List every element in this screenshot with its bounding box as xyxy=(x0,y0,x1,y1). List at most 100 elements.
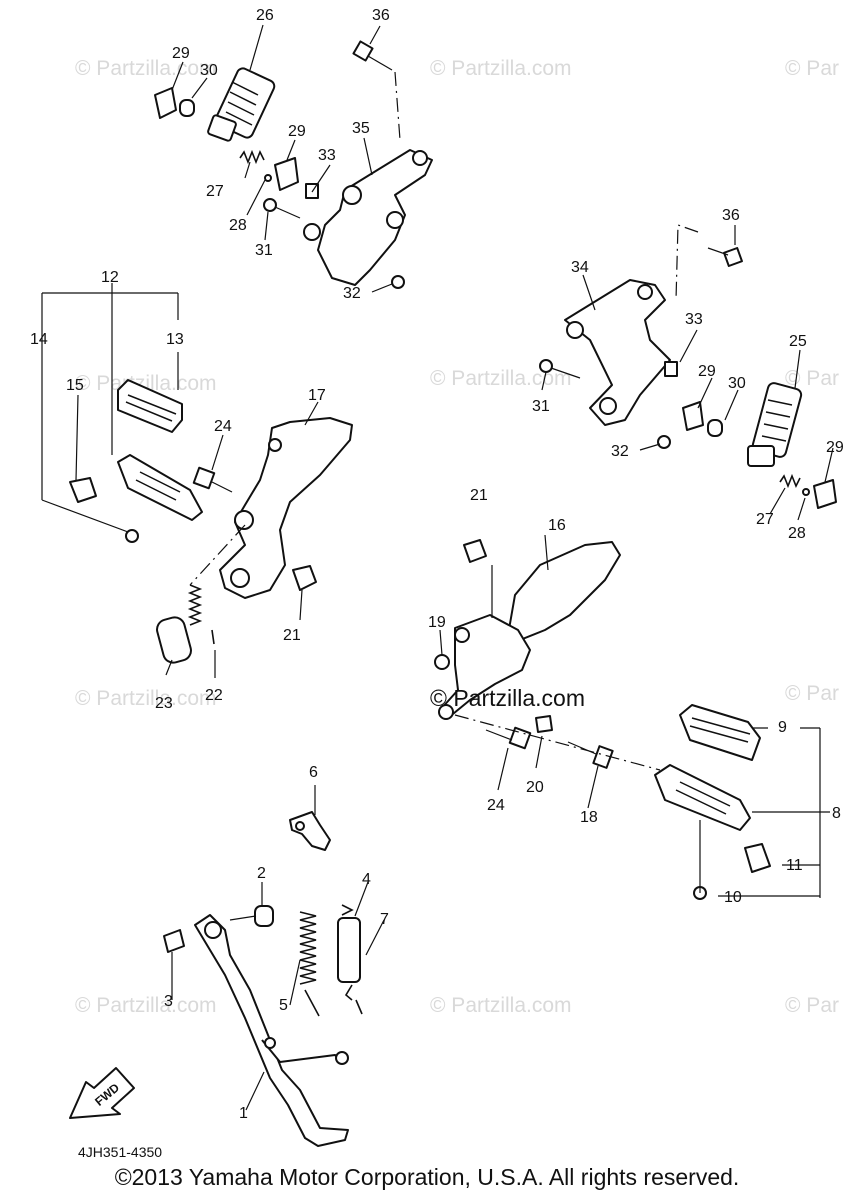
callout-10: 10 xyxy=(724,889,742,906)
bolt-31-head xyxy=(539,359,553,373)
bolt-36-head xyxy=(352,40,374,62)
footrest-grip-lines xyxy=(225,81,259,126)
callout-19: 19 xyxy=(428,614,446,631)
callout-29: 29 xyxy=(172,45,190,62)
bracket-hole xyxy=(454,627,470,643)
bolt-36-head xyxy=(723,247,743,267)
center-line xyxy=(189,524,246,586)
bolt-36-shaft xyxy=(367,55,393,71)
washer-part xyxy=(303,223,321,241)
callout-9: 9 xyxy=(778,719,787,736)
copyright-notice: ©2013 Yamaha Motor Corporation, U.S.A. A… xyxy=(114,1164,740,1190)
callout-31: 31 xyxy=(255,242,273,259)
callout-36: 36 xyxy=(722,207,740,224)
callout-12: 12 xyxy=(101,269,119,286)
center-line xyxy=(394,71,401,141)
bracket-hole xyxy=(438,704,454,720)
bracket-hole xyxy=(234,510,254,530)
watermark-text: © Partzilla.com xyxy=(75,687,217,710)
callout-21: 21 xyxy=(283,627,301,644)
brake-pedal-bracket-17 xyxy=(219,417,353,599)
stand-pivot-hole xyxy=(204,921,222,939)
bracket-hole xyxy=(230,568,250,588)
footrest-texture xyxy=(675,781,731,815)
shift-pedal-16 xyxy=(507,541,621,641)
footrest-bracket-35 xyxy=(317,149,433,286)
ball-28 xyxy=(264,174,272,182)
spring-27 xyxy=(239,149,265,165)
nut-32 xyxy=(657,435,671,449)
callout-33: 33 xyxy=(318,147,336,164)
rubber-grip-lines xyxy=(125,394,177,422)
collar-23 xyxy=(156,616,192,664)
sidestand-1 xyxy=(194,914,349,1147)
spring-22 xyxy=(187,584,215,645)
callout-32: 32 xyxy=(611,443,629,460)
callout-24: 24 xyxy=(214,418,232,435)
callout-15: 15 xyxy=(66,377,84,394)
spring-7 xyxy=(341,904,363,1015)
ball-28 xyxy=(802,488,810,496)
callout-25: 25 xyxy=(789,333,807,350)
watermark-text: © Partzilla.com xyxy=(75,57,217,80)
callout-3: 3 xyxy=(164,993,173,1010)
watermark-text: © Par xyxy=(785,994,839,1017)
callout-34: 34 xyxy=(571,259,589,276)
callout-31: 31 xyxy=(532,398,550,415)
center-watermark: © Partzilla.com xyxy=(430,685,585,711)
nut-32 xyxy=(391,275,405,289)
watermark-text: © Par xyxy=(785,367,839,390)
front-right-footrest-assembly xyxy=(434,534,830,900)
callout-13: 13 xyxy=(166,331,184,348)
forward-direction-arrow: FWD xyxy=(69,1067,135,1119)
callout-6: 6 xyxy=(309,764,318,781)
front-left-footrest-assembly xyxy=(41,283,353,678)
bracket-hole xyxy=(386,211,404,229)
footrest-mount xyxy=(207,114,237,142)
callout-36: 36 xyxy=(372,7,390,24)
callout-4: 4 xyxy=(362,871,371,888)
footrest-8 xyxy=(654,764,751,831)
footrest-texture xyxy=(135,471,181,501)
bolt-31-shaft xyxy=(274,206,301,219)
stand-pin xyxy=(264,1037,276,1049)
callout-14: 14 xyxy=(30,331,48,348)
footrest-grip-lines xyxy=(761,399,793,442)
callout-23: 23 xyxy=(155,695,173,712)
watermark-text: © Par xyxy=(785,57,839,80)
collar-33 xyxy=(664,361,678,377)
nut-21 xyxy=(463,539,487,563)
bolt-24-shaft xyxy=(485,729,513,741)
callout-leaders xyxy=(41,283,319,678)
callout-26: 26 xyxy=(256,7,274,24)
callout-8: 8 xyxy=(832,805,841,822)
callout-28: 28 xyxy=(788,525,806,542)
callout-27: 27 xyxy=(756,511,774,528)
bolt-31-head xyxy=(263,198,277,212)
watermark-text: © Partzilla.com xyxy=(430,367,572,390)
watermark-layer: © Partzilla.com © Partzilla.com © Par © … xyxy=(75,57,839,1017)
callout-11: 11 xyxy=(786,857,803,874)
bolt-2-head xyxy=(254,905,274,927)
footrest-mount xyxy=(747,445,775,467)
rubber-grip-lines xyxy=(689,717,751,743)
bracket-hole xyxy=(599,397,617,415)
bolt-36-shaft xyxy=(707,247,729,256)
callout-24: 24 xyxy=(487,797,505,814)
callout-17: 17 xyxy=(308,387,326,404)
callout-leaders xyxy=(541,225,834,521)
callout-30: 30 xyxy=(728,375,746,392)
callout-16: 16 xyxy=(548,517,566,534)
plate-6 xyxy=(289,811,331,851)
fwd-arrow-shape xyxy=(69,1067,135,1119)
catalog-number: 4JH351-4350 xyxy=(78,1144,163,1160)
pin-30 xyxy=(179,99,195,117)
plate-hole xyxy=(295,821,305,831)
bracket-hole xyxy=(342,185,362,205)
callout-leaders xyxy=(171,24,393,293)
callout-28: 28 xyxy=(229,217,247,234)
callout-1: 1 xyxy=(239,1105,248,1122)
washer-19 xyxy=(434,654,450,670)
